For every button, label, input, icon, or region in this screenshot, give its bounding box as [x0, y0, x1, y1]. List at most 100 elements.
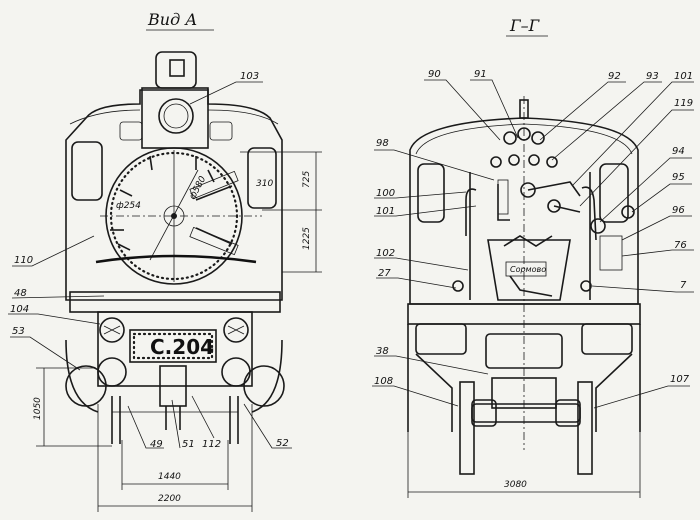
number-plate [129, 329, 217, 363]
water-gauge-glass [497, 179, 509, 215]
label-92: 92 [608, 71, 621, 82]
label-107: 107 [670, 374, 690, 385]
leader-119 [579, 109, 694, 207]
leader-52 [243, 403, 292, 449]
leader-110 [12, 235, 95, 267]
door-handle-upper [189, 170, 239, 200]
buffer-left [97, 357, 127, 387]
builder-plate [505, 261, 547, 277]
regulator-lever [527, 181, 581, 213]
chimney-cap [169, 59, 185, 77]
buffer-right [221, 357, 251, 387]
leader-100 [374, 191, 467, 199]
leader-51 [171, 399, 181, 449]
firebox-door-lever [503, 235, 553, 297]
firebox-door-area [487, 239, 571, 301]
backhead-sides [469, 172, 591, 300]
leader-95 [631, 183, 692, 213]
wheel-right-section [577, 381, 593, 475]
label-104: 104 [10, 304, 29, 315]
dim-2200: 2200 [158, 494, 181, 504]
leader-107 [593, 385, 690, 409]
frame-cutout-right [581, 323, 633, 355]
brake-equipment [599, 235, 623, 271]
label-100: 100 [376, 188, 395, 199]
number-plate-text: С.204 [150, 335, 214, 359]
valve-2 [508, 154, 520, 166]
dim-1440: 1440 [158, 472, 181, 482]
wheel-right [243, 365, 285, 407]
leader-98 [374, 149, 495, 181]
valve-3 [528, 154, 540, 166]
label-101a: 101 [674, 71, 693, 82]
label-48: 48 [14, 288, 27, 299]
dim-725: 725 [302, 171, 312, 188]
cab-window-right [247, 147, 277, 209]
wheel-left [65, 365, 107, 407]
label-102: 102 [376, 248, 395, 259]
label-94: 94 [672, 146, 685, 157]
cab-outline [65, 89, 283, 301]
axle [471, 403, 581, 423]
coupling-box [491, 377, 557, 409]
headlamp-housing [141, 87, 209, 149]
door-handle-lower [189, 226, 239, 256]
wheel-left-section [459, 381, 475, 475]
dim-254: ф254 [116, 201, 141, 211]
leader-96 [621, 215, 692, 241]
handrail [95, 254, 257, 264]
cab-back-window-right [599, 163, 629, 223]
brake-valve [590, 218, 606, 234]
label-108: 108 [374, 376, 393, 387]
leader-102 [374, 257, 469, 271]
label-52: 52 [276, 438, 289, 449]
label-101b: 101 [376, 206, 395, 217]
frame-cutout-left [415, 323, 467, 355]
section-g-g: Г–Г Сормово [372, 16, 694, 498]
lamp-left-cross [103, 325, 121, 335]
leader-27 [376, 277, 457, 289]
leader-101a [571, 81, 694, 187]
leader-103 [189, 81, 263, 105]
builder-plate-text: Сормово [510, 265, 546, 274]
buffer-beam [97, 311, 253, 387]
injector-pipe-left [465, 188, 477, 236]
leader-76 [621, 249, 694, 257]
label-93: 93 [646, 71, 659, 82]
label-53: 53 [12, 326, 25, 337]
gauge-3 [531, 131, 545, 145]
lamp-right [223, 317, 249, 343]
cab-back-outline [409, 117, 639, 305]
label-98: 98 [376, 138, 389, 149]
frame-sides [407, 324, 641, 432]
front-window-left [119, 121, 143, 141]
leader-53 [10, 336, 81, 371]
leader-91 [470, 79, 519, 139]
leader-49 [127, 405, 164, 449]
label-103: 103 [240, 71, 259, 82]
label-27: 27 [378, 268, 391, 279]
leader-112 [191, 395, 215, 439]
lower-frame [65, 339, 283, 413]
headlamp-lens [163, 103, 189, 129]
label-38: 38 [376, 346, 389, 357]
leader-92 [539, 81, 626, 141]
leader-38 [374, 355, 489, 375]
leader-90 [424, 79, 501, 141]
footplate [407, 303, 641, 325]
drain-right [580, 280, 592, 292]
number-plate-border [132, 332, 214, 360]
label-96: 96 [672, 205, 685, 216]
dim-310: 310 [256, 179, 273, 189]
door-dogs [110, 155, 215, 251]
sand-valve [621, 205, 635, 219]
leader-48 [11, 295, 105, 299]
dim-580: ф580 [188, 175, 209, 202]
label-49: 49 [150, 439, 163, 450]
leader-101b [374, 205, 477, 217]
label-91: 91 [474, 69, 487, 80]
reverser-hub [547, 199, 561, 213]
label-76: 76 [674, 240, 687, 251]
label-112: 112 [202, 439, 221, 450]
